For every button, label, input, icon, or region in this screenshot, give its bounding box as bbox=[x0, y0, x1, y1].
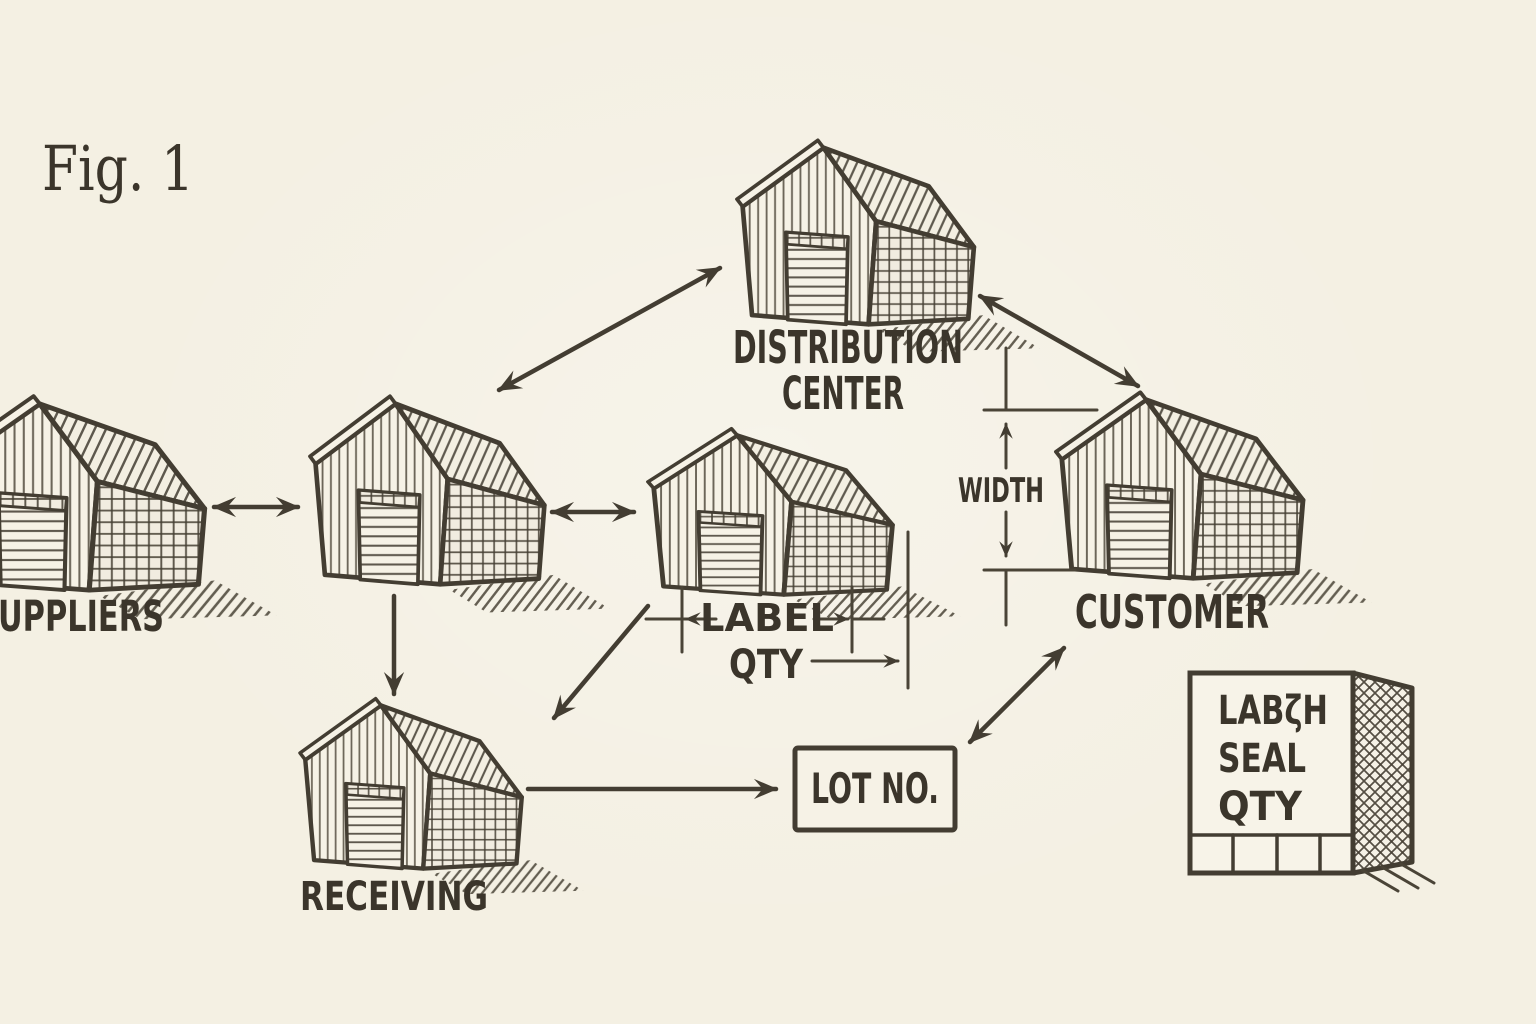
arrow-staging-receiving bbox=[551, 603, 651, 721]
qty-dimension-text: QTY bbox=[729, 642, 804, 688]
label-dimension bbox=[644, 530, 910, 690]
label-card-line3: QTY bbox=[1218, 784, 1303, 830]
warehouse-customer bbox=[1056, 392, 1372, 606]
warehouse-receiving bbox=[300, 699, 583, 895]
lot-no-box: LOT NO. bbox=[792, 745, 958, 833]
arrow-warehouse-distribution-center bbox=[496, 265, 723, 393]
label-card-side bbox=[1350, 670, 1415, 876]
label-card-shadow bbox=[1360, 862, 1436, 893]
label-card-line1: LABζH bbox=[1218, 688, 1328, 734]
receiving-label: RECEIVING bbox=[300, 874, 488, 920]
warehouse-main bbox=[310, 396, 609, 612]
arrow-distribution-center-customer bbox=[977, 293, 1141, 389]
arrow-lot-no-customer bbox=[967, 645, 1067, 745]
width-dimension-text: WIDTH bbox=[958, 471, 1044, 511]
suppliers-label: UPPLIERS bbox=[0, 592, 164, 642]
figure-label: Fig. 1 bbox=[42, 132, 194, 205]
customer-label: CUSTOMER bbox=[1075, 585, 1269, 639]
lot-no-text: LOT NO. bbox=[811, 764, 939, 813]
label-card: LABζH SEAL QTY bbox=[1187, 670, 1436, 893]
label-dimension-text: LABEL bbox=[700, 596, 834, 640]
distribution-center-label-line1: DISTRIBUTION bbox=[733, 321, 963, 374]
distribution-center-label-line2: CENTER bbox=[782, 367, 904, 420]
label-card-front bbox=[1187, 670, 1356, 876]
warehouse-staging bbox=[648, 429, 960, 620]
width-dimension bbox=[982, 346, 1099, 627]
label-card-line2: SEAL bbox=[1218, 736, 1306, 782]
